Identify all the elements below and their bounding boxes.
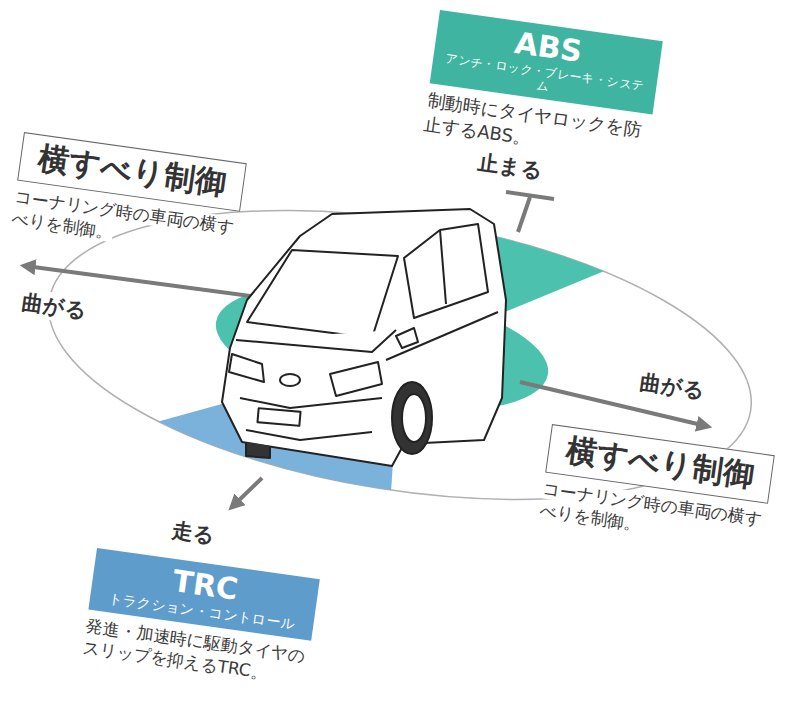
- stability-box: 横すべり制御コーナリング時の車両の横すべりを制御。: [10, 132, 246, 260]
- stop-mark: [506, 192, 554, 199]
- go-label: 走る: [168, 516, 218, 550]
- stability-box: 横すべり制御コーナリング時の車両の横すべりを制御。: [538, 424, 774, 552]
- abs-box: ABSアンチ・ロック・ブレーキ・システム制動時にタイヤロックを防止するABS。: [422, 10, 662, 167]
- trc-box: TRCトラクション・コントロール発進・加速時に駆動タイヤのスリップを抑えるTRC…: [81, 548, 319, 690]
- stop-mark: [518, 197, 530, 232]
- stop-label: 止まる: [474, 148, 546, 185]
- go-arrow: [233, 478, 262, 506]
- minivan: [222, 209, 506, 466]
